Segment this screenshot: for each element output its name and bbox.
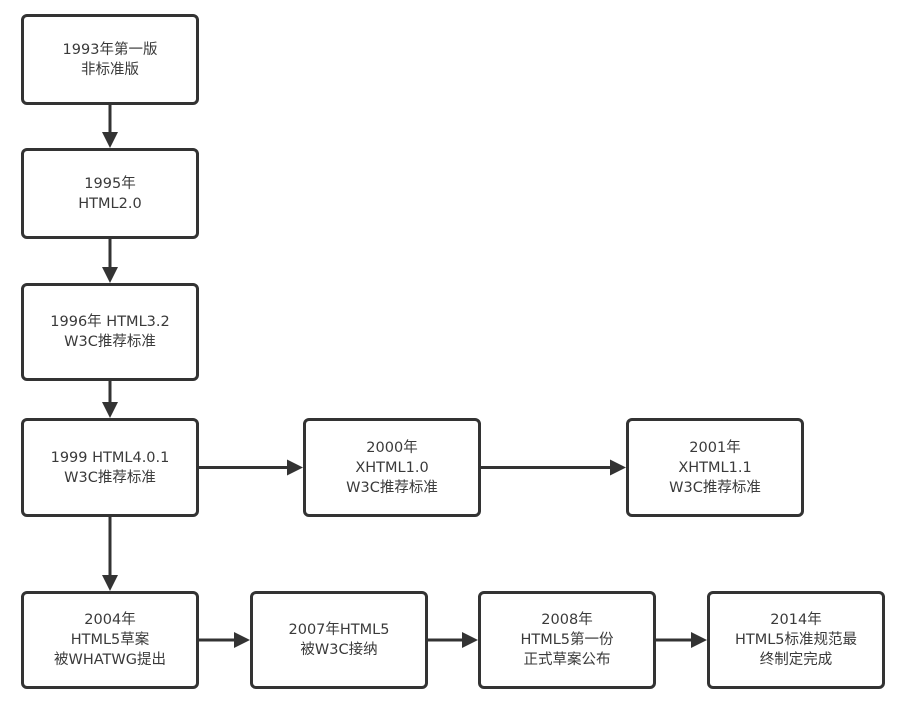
node-line: W3C推荐标准: [669, 479, 761, 496]
node-1995[interactable]: 1995年 HTML2.0: [21, 148, 199, 239]
node-line: W3C推荐标准: [64, 334, 156, 350]
arrowhead-icon: [102, 575, 118, 591]
edge-n2004-n2007: [199, 632, 250, 648]
arrowhead-icon: [102, 267, 118, 283]
node-line: 终制定完成: [759, 652, 833, 668]
node-2000[interactable]: 2000年 XHTML1.0 W3C推荐标准: [303, 418, 481, 517]
arrowhead-icon: [287, 459, 303, 476]
node-line: XHTML1.0: [355, 459, 429, 476]
node-2014[interactable]: 2014年 HTML5标准规范最 终制定完成: [707, 591, 885, 689]
node-line: 2008年: [541, 612, 593, 628]
node-line: W3C推荐标准: [346, 479, 438, 496]
node-line: HTML5第一份: [520, 632, 614, 648]
arrowhead-icon: [102, 402, 118, 418]
arrowhead-icon: [691, 632, 707, 648]
edge-n1999-n2004: [102, 517, 118, 591]
arrowhead-icon: [462, 632, 478, 648]
node-line: 1999 HTML4.0.1: [50, 449, 170, 466]
node-line: 2014年: [770, 612, 822, 628]
arrowhead-icon: [234, 632, 250, 648]
node-line: 非标准版: [81, 61, 139, 78]
node-line: 1995年: [84, 175, 136, 192]
edge-n2007-n2008: [428, 632, 478, 648]
node-line: 2004年: [84, 612, 136, 628]
node-1999[interactable]: 1999 HTML4.0.1 W3C推荐标准: [21, 418, 199, 517]
node-line: HTML5草案: [70, 632, 150, 648]
node-2008[interactable]: 2008年 HTML5第一份 正式草案公布: [478, 591, 656, 689]
node-line: 正式草案公布: [523, 652, 611, 668]
node-1996[interactable]: 1996年 HTML3.2 W3C推荐标准: [21, 283, 199, 381]
edge-n2000-n2001: [481, 459, 626, 476]
node-2004[interactable]: 2004年 HTML5草案 被WHATWG提出: [21, 591, 199, 689]
node-line: XHTML1.1: [678, 459, 752, 476]
node-2001[interactable]: 2001年 XHTML1.1 W3C推荐标准: [626, 418, 804, 517]
node-line: HTML5标准规范最: [734, 632, 858, 648]
node-line: W3C推荐标准: [64, 469, 156, 486]
node-line: 2001年: [689, 439, 741, 456]
node-line: 1993年第一版: [62, 41, 158, 58]
node-line: 1996年 HTML3.2: [50, 314, 170, 330]
node-line: 被W3C接纳: [300, 642, 378, 658]
node-line: HTML2.0: [78, 195, 142, 212]
edge-n2008-n2014: [656, 632, 707, 648]
node-line: 被WHATWG提出: [54, 652, 166, 668]
edge-n1996-n1999: [102, 381, 118, 418]
node-line: 2000年: [366, 439, 418, 456]
node-2007[interactable]: 2007年HTML5 被W3C接纳: [250, 591, 428, 689]
edge-n1995-n1996: [102, 239, 118, 283]
arrowhead-icon: [610, 459, 626, 476]
edge-n1999-n2000: [199, 459, 303, 476]
edge-n1993-n1995: [102, 105, 118, 148]
node-1993[interactable]: 1993年第一版 非标准版: [21, 14, 199, 105]
arrowhead-icon: [102, 132, 118, 148]
node-line: 2007年HTML5: [288, 622, 390, 638]
